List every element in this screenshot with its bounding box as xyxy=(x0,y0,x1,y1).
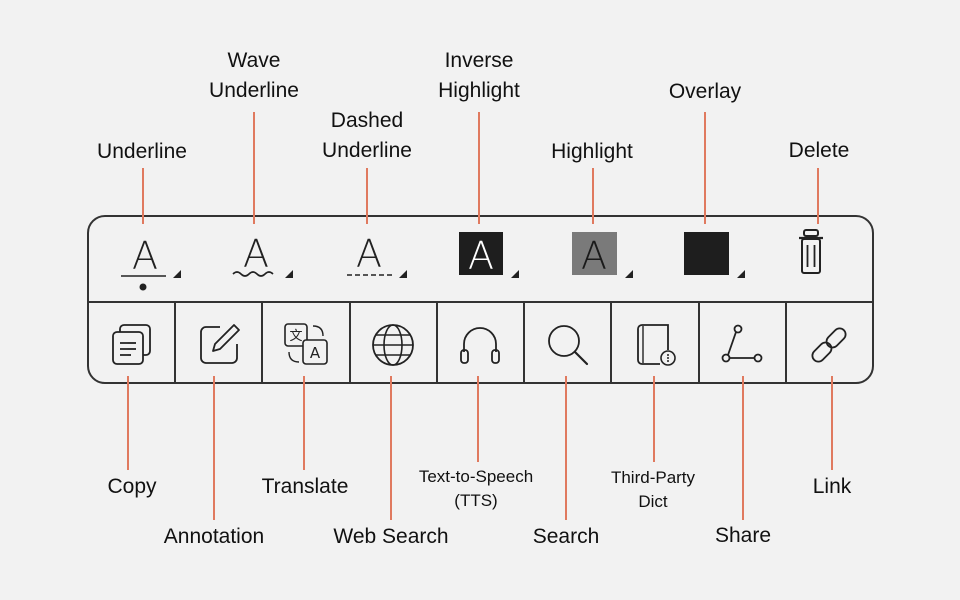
svg-text:A: A xyxy=(468,234,494,278)
svg-text:A: A xyxy=(132,234,158,278)
label-share: Share xyxy=(714,524,772,547)
label-inverse-highlight: Inverse Highlight xyxy=(438,49,520,102)
highlight-icon: A xyxy=(572,232,633,278)
svg-text:A: A xyxy=(356,232,382,276)
search-button[interactable] xyxy=(525,303,613,382)
svg-text:A: A xyxy=(310,344,321,362)
dictionary-icon xyxy=(637,323,676,366)
inverse-highlight-icon: A xyxy=(459,232,519,278)
tts-button[interactable] xyxy=(438,303,526,382)
edit-icon xyxy=(199,323,240,364)
link-icon xyxy=(811,326,847,363)
label-delete: Delete xyxy=(788,139,850,162)
label-annotation: Annotation xyxy=(163,525,265,548)
overlay-icon xyxy=(684,232,745,278)
label-tts: Text-to-Speech (TTS) xyxy=(418,467,534,510)
wave-underline-icon: A xyxy=(232,232,293,278)
highlight-tool[interactable]: A xyxy=(549,217,649,301)
inverse-highlight-tool[interactable]: A xyxy=(435,217,535,301)
web-search-button[interactable] xyxy=(351,303,438,382)
underline-tool[interactable]: A xyxy=(101,217,201,301)
dashed-underline-icon: A xyxy=(347,232,407,278)
label-link: Link xyxy=(812,475,852,498)
svg-text:A: A xyxy=(243,232,269,276)
share-button[interactable] xyxy=(700,303,787,382)
headphones-icon xyxy=(460,326,501,364)
translate-icon: 文 A xyxy=(284,322,328,365)
overlay-tool[interactable] xyxy=(661,217,761,301)
trash-icon xyxy=(799,229,823,274)
share-icon xyxy=(721,324,763,362)
search-icon xyxy=(547,324,588,365)
link-button[interactable] xyxy=(787,303,872,382)
label-underline: Underline xyxy=(97,140,187,163)
label-copy: Copy xyxy=(107,475,157,498)
label-web-search: Web Search xyxy=(333,525,449,548)
label-search: Search xyxy=(532,525,600,548)
svg-text:A: A xyxy=(581,234,607,278)
label-highlight: Highlight xyxy=(551,140,633,163)
label-overlay: Overlay xyxy=(668,80,742,103)
copy-icon xyxy=(111,323,151,365)
copy-button[interactable] xyxy=(89,303,177,382)
globe-icon xyxy=(372,323,415,366)
action-row: 文 A xyxy=(89,301,872,382)
svg-text:文: 文 xyxy=(290,329,303,344)
format-row: A A A A xyxy=(89,217,872,301)
label-translate: Translate xyxy=(261,475,349,498)
delete-tool[interactable] xyxy=(772,217,872,301)
underline-icon: A xyxy=(121,234,181,291)
label-third-party-dict: Third-Party Dict xyxy=(610,468,696,511)
label-dashed-underline: Dashed Underline xyxy=(322,109,412,162)
annotation-button[interactable] xyxy=(176,303,264,382)
third-party-dict-button[interactable] xyxy=(612,303,700,382)
selection-toolbar: A A A A xyxy=(87,215,874,384)
dashed-underline-tool[interactable]: A xyxy=(323,217,423,301)
wave-underline-tool[interactable]: A xyxy=(209,217,309,301)
label-wave-underline: Wave Underline xyxy=(209,49,299,102)
translate-button[interactable]: 文 A xyxy=(263,303,351,382)
